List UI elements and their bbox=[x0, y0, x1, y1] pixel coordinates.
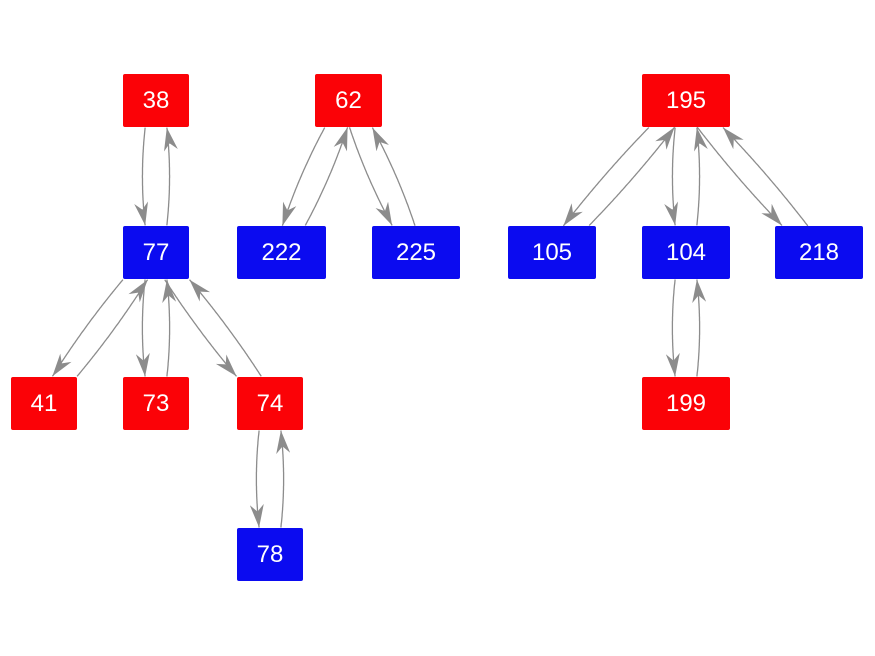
edge-195-to-218 bbox=[696, 126, 783, 226]
edge-77-to-74 bbox=[164, 279, 237, 377]
node-74: 74 bbox=[237, 377, 303, 430]
edge-222-to-62 bbox=[304, 127, 349, 226]
edge-77-to-73 bbox=[135, 279, 150, 377]
node-218: 218 bbox=[775, 226, 863, 279]
node-41: 41 bbox=[11, 377, 77, 430]
node-78: 78 bbox=[237, 528, 303, 581]
edge-74-to-77 bbox=[189, 279, 262, 377]
edge-78-to-74 bbox=[276, 430, 291, 528]
node-62: 62 bbox=[315, 74, 382, 127]
edge-41-to-77 bbox=[76, 279, 149, 377]
node-label: 225 bbox=[395, 238, 437, 266]
node-105: 105 bbox=[508, 226, 596, 279]
edge-38-to-77 bbox=[134, 127, 148, 226]
node-label: 104 bbox=[665, 238, 707, 266]
edge-77-to-38 bbox=[164, 127, 178, 226]
edge-62-to-222 bbox=[281, 127, 326, 226]
edge-195-to-104 bbox=[664, 127, 678, 226]
node-77: 77 bbox=[123, 226, 189, 279]
node-label: 199 bbox=[665, 389, 707, 417]
node-label: 222 bbox=[261, 238, 302, 266]
node-label: 77 bbox=[142, 238, 170, 266]
node-195: 195 bbox=[642, 74, 730, 127]
edge-77-to-41 bbox=[51, 279, 124, 377]
edge-218-to-195 bbox=[722, 127, 809, 227]
node-225: 225 bbox=[372, 226, 460, 279]
edge-199-to-104 bbox=[692, 279, 707, 377]
node-104: 104 bbox=[642, 226, 730, 279]
node-222: 222 bbox=[237, 226, 326, 279]
node-label: 195 bbox=[665, 86, 707, 114]
node-73: 73 bbox=[123, 377, 189, 430]
node-label: 38 bbox=[142, 86, 170, 114]
node-label: 62 bbox=[335, 86, 362, 114]
edge-74-to-78 bbox=[249, 430, 264, 528]
edge-104-to-199 bbox=[665, 279, 680, 377]
node-199: 199 bbox=[642, 377, 730, 430]
edge-195-to-105 bbox=[562, 127, 650, 227]
node-label: 218 bbox=[798, 238, 840, 266]
node-label: 41 bbox=[30, 389, 58, 417]
edge-62-to-225 bbox=[348, 127, 393, 226]
edge-105-to-195 bbox=[588, 126, 676, 226]
node-label: 78 bbox=[256, 540, 284, 568]
node-label: 73 bbox=[142, 389, 170, 417]
node-38: 38 bbox=[123, 74, 189, 127]
node-label: 105 bbox=[531, 238, 573, 266]
edge-73-to-77 bbox=[162, 279, 177, 377]
edge-225-to-62 bbox=[371, 127, 416, 226]
node-label: 74 bbox=[256, 389, 284, 417]
edge-104-to-195 bbox=[694, 127, 708, 226]
